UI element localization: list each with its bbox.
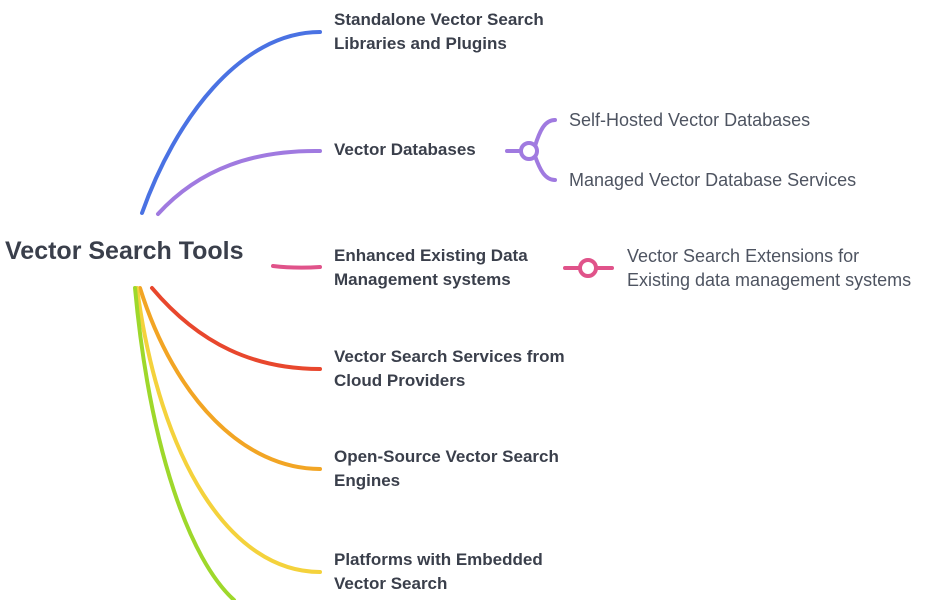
leaf-label-line-1: Vector Search Extensions for [627,246,860,266]
branch-label-line-2: Vector Search [334,574,448,593]
connector-managed [533,154,557,182]
connector-cloud [150,286,322,371]
root-node[interactable]: Vector Search Tools [5,236,244,266]
branch-label-line-1: Vector Search Services from [334,347,565,366]
connector-databases [156,148,322,216]
branch-standalone-libraries[interactable]: Standalone Vector Search Libraries and P… [334,8,544,56]
expand-toggle-databases-icon[interactable] [519,141,539,161]
branch-label-line-1: Platforms with Embedded [334,550,543,569]
leaf-managed-database-services[interactable]: Managed Vector Database Services [569,168,856,192]
branch-enhanced-data-management[interactable]: Enhanced Existing Data Management system… [334,244,528,292]
connector-self-hosted [533,118,557,148]
branch-label-line-2: Engines [334,471,401,490]
branch-label-line-2: Libraries and Plugins [334,34,507,53]
leaf-label-line-1: Managed Vector Database Services [569,170,857,190]
leaf-label-line-1: Self-Hosted Vector Databases [569,110,811,130]
branch-label-line-2: Management systems [334,270,511,289]
leaf-vector-search-extensions[interactable]: Vector Search Extensions for Existing da… [627,244,911,292]
leaf-self-hosted-databases[interactable]: Self-Hosted Vector Databases [569,108,810,132]
branch-vector-databases[interactable]: Vector Databases [334,138,476,162]
root-label: Vector Search Tools [5,237,244,265]
branch-cloud-provider-services[interactable]: Vector Search Services from Cloud Provid… [334,345,565,393]
connector-offscreen [133,286,236,600]
branch-embedded-platforms[interactable]: Platforms with Embedded Vector Search [334,548,543,596]
branch-label-line-1: Enhanced Existing Data [334,246,528,265]
connector-standalone [140,30,322,215]
branch-label-line-2: Cloud Providers [334,371,466,390]
branch-open-source-engines[interactable]: Open-Source Vector Search Engines [334,445,559,493]
connector-platforms [135,286,322,574]
branch-label-line-1: Standalone Vector Search [334,10,544,29]
branch-label-line-1: Open-Source Vector Search [334,447,559,466]
branch-label-line-1: Vector Databases [334,140,476,159]
leaf-label-line-2: Existing data management systems [627,270,912,290]
connector-enhanced [271,264,322,270]
connector-open-source [138,286,322,471]
expand-toggle-enhanced-icon[interactable] [578,258,598,278]
